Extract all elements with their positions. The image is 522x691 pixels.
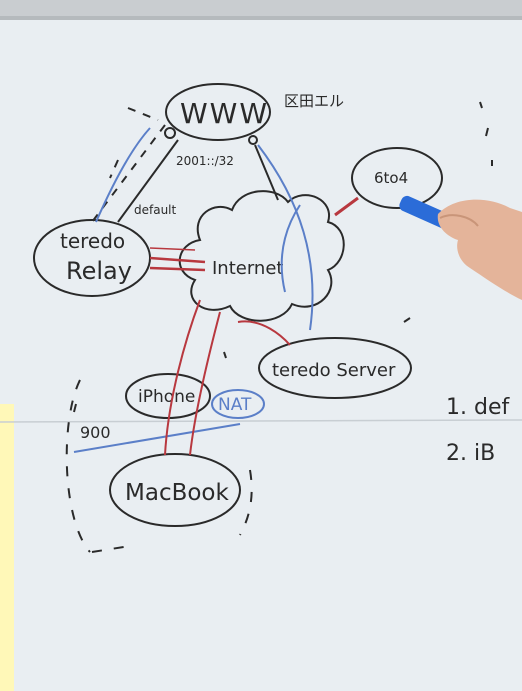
- local-network-boundary: [65, 379, 253, 553]
- finger-shape: [439, 214, 479, 227]
- kanji-note: 区田エル: [284, 92, 344, 110]
- stitch-seam: [0, 419, 522, 423]
- tunnel-blue-server: [257, 144, 314, 331]
- stray-marks: [73, 101, 493, 413]
- port-label: 900: [80, 423, 111, 442]
- default-annotation: default: [134, 203, 177, 217]
- link-dashed-left: [109, 107, 159, 179]
- macbook-bubble: [109, 453, 241, 527]
- yellow-paper-strip: [0, 404, 14, 691]
- list-item-2: 2. iB: [446, 441, 495, 466]
- red-path-to-macbook-2: [189, 311, 221, 456]
- red-path-to-macbook-1: [164, 299, 201, 456]
- board-top-frame-edge: [0, 16, 522, 20]
- www-bubble: [165, 83, 271, 141]
- www-node-left: [164, 127, 176, 139]
- tunnel-blue-relay: [95, 127, 151, 223]
- nat-label: NAT: [218, 395, 252, 415]
- presenter-hand: [399, 195, 522, 300]
- teredo-relay-line1: teredo: [60, 229, 125, 253]
- six-to-four-label: 6to4: [374, 169, 408, 187]
- port-line: [73, 423, 241, 453]
- teredo-server-label: teredo Server: [272, 360, 396, 381]
- tunnel-blue-internet: [280, 204, 301, 293]
- teredo-relay-line2: Relay: [66, 257, 132, 285]
- macbook-label: MacBook: [125, 480, 230, 506]
- board-top-frame: [0, 0, 522, 18]
- list-item-1: 1. def: [446, 395, 510, 420]
- link-www-relay: [117, 139, 179, 223]
- nat-bubble: [211, 389, 265, 419]
- iphone-label: iPhone: [138, 387, 195, 407]
- six-to-four-bubble: [351, 147, 443, 209]
- prefix-annotation: 2001::/32: [176, 154, 234, 168]
- www-label: WWW: [180, 97, 269, 130]
- teredo-server-bubble: [258, 337, 412, 399]
- hand-shape: [437, 199, 522, 300]
- internet-cloud: [178, 190, 345, 322]
- red-path-6to4-internet: [334, 196, 359, 217]
- red-path-to-server: [237, 320, 291, 346]
- www-node-right: [248, 135, 258, 145]
- internet-label: Internet: [212, 258, 283, 279]
- link-www-internet: [254, 144, 279, 201]
- red-path-relay-top: [149, 247, 196, 251]
- red-path-relay-internet: [149, 256, 206, 272]
